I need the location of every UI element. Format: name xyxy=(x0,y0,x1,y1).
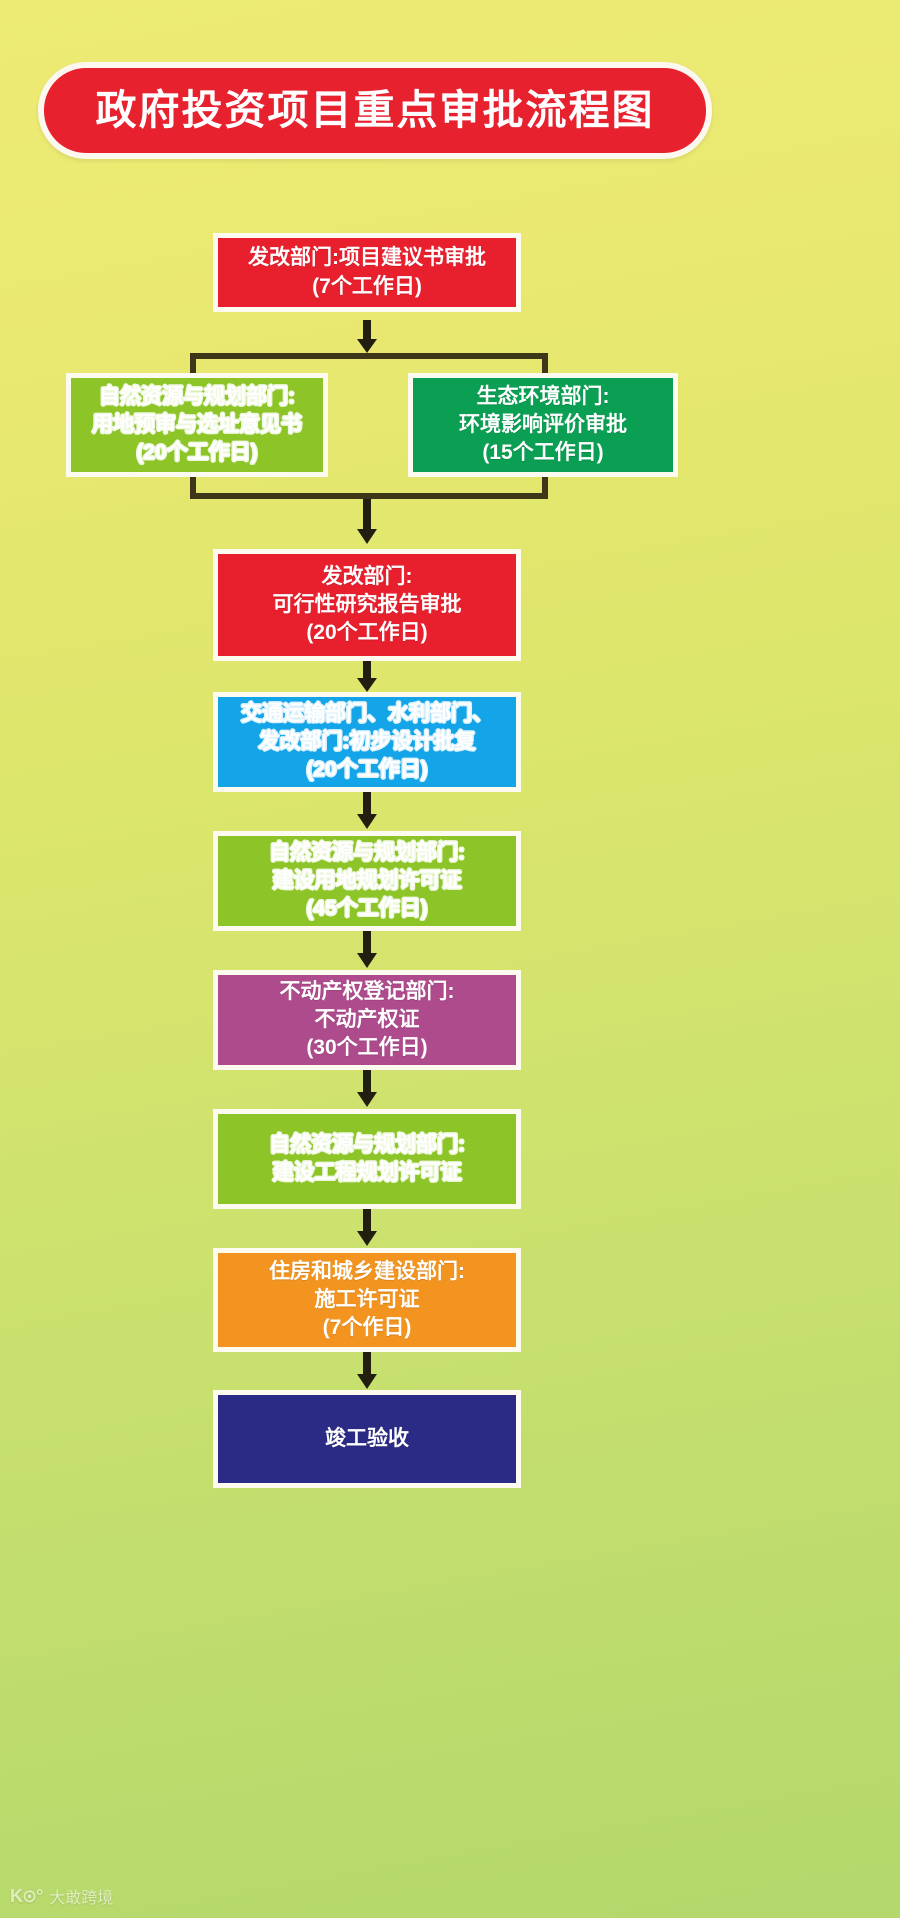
merge-connector-right-riser xyxy=(542,477,548,499)
arrow-down-5 xyxy=(354,931,380,969)
flow-node-3-line-3: (20个工作日) xyxy=(306,621,428,645)
flow-node-2-left-line-1: 自然资源与规划部门: xyxy=(99,384,295,408)
flow-node-8-line-1: 住房和城乡建设部门: xyxy=(269,1259,465,1283)
flow-node-2-left[interactable]: 自然资源与规划部门: 用地预审与选址意见书 (20个工作日) xyxy=(66,373,328,477)
flow-node-7-line-2: 建设工程规划许可证 xyxy=(272,1161,462,1184)
flow-node-3-line-2: 可行性研究报告审批 xyxy=(272,592,462,616)
page-title-banner: 政府投资项目重点审批流程图 xyxy=(38,62,712,159)
flow-node-2-right-line-2: 环境影响评价审批 xyxy=(459,412,627,436)
arrow-down-3 xyxy=(354,661,380,693)
arrow-down-6 xyxy=(354,1070,380,1108)
flow-node-6-line-1: 不动产权登记部门: xyxy=(279,979,455,1003)
arrow-down-8 xyxy=(354,1352,380,1390)
flow-node-4-line-2: 发改部门:初步设计批复 xyxy=(258,729,476,753)
watermark: K⊙° 大敢跨境 xyxy=(10,1884,113,1908)
flow-node-8-line-2: 施工许可证 xyxy=(314,1287,420,1311)
flow-node-6-line-3: (30个工作日) xyxy=(306,1036,428,1060)
watermark-logo-icon: K⊙° xyxy=(10,1885,43,1906)
flow-node-2-left-line-2: 用地预审与选址意见书 xyxy=(92,412,302,436)
arrow-down-4 xyxy=(354,792,380,830)
flow-node-4[interactable]: 交通运输部门、水利部门、 发改部门:初步设计批复 (20个工作日) xyxy=(213,692,521,792)
arrow-down-7 xyxy=(354,1209,380,1247)
flow-node-4-line-3: (20个工作日) xyxy=(306,758,428,782)
arrow-down-1 xyxy=(354,320,380,354)
flow-node-7[interactable]: 自然资源与规划部门: 建设工程规划许可证 xyxy=(213,1109,521,1209)
flow-node-5-line-3: (45个工作日) xyxy=(306,897,428,921)
split-connector-horizontal xyxy=(190,353,548,359)
split-connector-left-drop xyxy=(190,353,196,375)
flow-node-8[interactable]: 住房和城乡建设部门: 施工许可证 (7个作日) xyxy=(213,1248,521,1352)
watermark-label: 大敢跨境 xyxy=(49,1890,114,1907)
flow-node-6-line-2: 不动产权证 xyxy=(314,1007,420,1031)
flow-node-2-right-line-3: (15个工作日) xyxy=(482,441,604,465)
flow-node-6[interactable]: 不动产权登记部门: 不动产权证 (30个工作日) xyxy=(213,970,521,1070)
flow-node-5[interactable]: 自然资源与规划部门: 建设用地规划许可证 (45个工作日) xyxy=(213,831,521,931)
flow-node-1[interactable]: 发改部门:项目建议书审批 (7个工作日) xyxy=(213,233,521,312)
flow-node-3[interactable]: 发改部门: 可行性研究报告审批 (20个工作日) xyxy=(213,549,521,661)
page-title: 政府投资项目重点审批流程图 xyxy=(95,87,655,133)
split-connector-right-drop xyxy=(542,353,548,375)
flow-node-5-line-2: 建设用地规划许可证 xyxy=(272,868,462,892)
flow-node-9[interactable]: 竣工验收 xyxy=(213,1390,521,1488)
flow-node-1-line-1: 发改部门:项目建议书审批 xyxy=(248,246,486,270)
arrow-down-2 xyxy=(354,499,380,545)
merge-connector-horizontal xyxy=(190,493,548,499)
flow-node-2-right-line-1: 生态环境部门: xyxy=(476,384,610,408)
flow-node-2-right[interactable]: 生态环境部门: 环境影响评价审批 (15个工作日) xyxy=(408,373,678,477)
flow-node-1-line-2: (7个工作日) xyxy=(312,274,422,298)
flow-node-5-line-1: 自然资源与规划部门: xyxy=(269,840,465,864)
flow-node-4-line-1: 交通运输部门、水利部门、 xyxy=(241,701,493,725)
flow-node-7-line-1: 自然资源与规划部门: xyxy=(269,1132,465,1156)
flow-node-2-left-line-3: (20个工作日) xyxy=(136,441,258,465)
merge-connector-left-riser xyxy=(190,477,196,499)
flow-node-8-line-3: (7个作日) xyxy=(322,1316,412,1340)
flow-node-3-line-1: 发改部门: xyxy=(321,564,413,588)
flow-node-9-line-1: 竣工验收 xyxy=(325,1426,409,1450)
